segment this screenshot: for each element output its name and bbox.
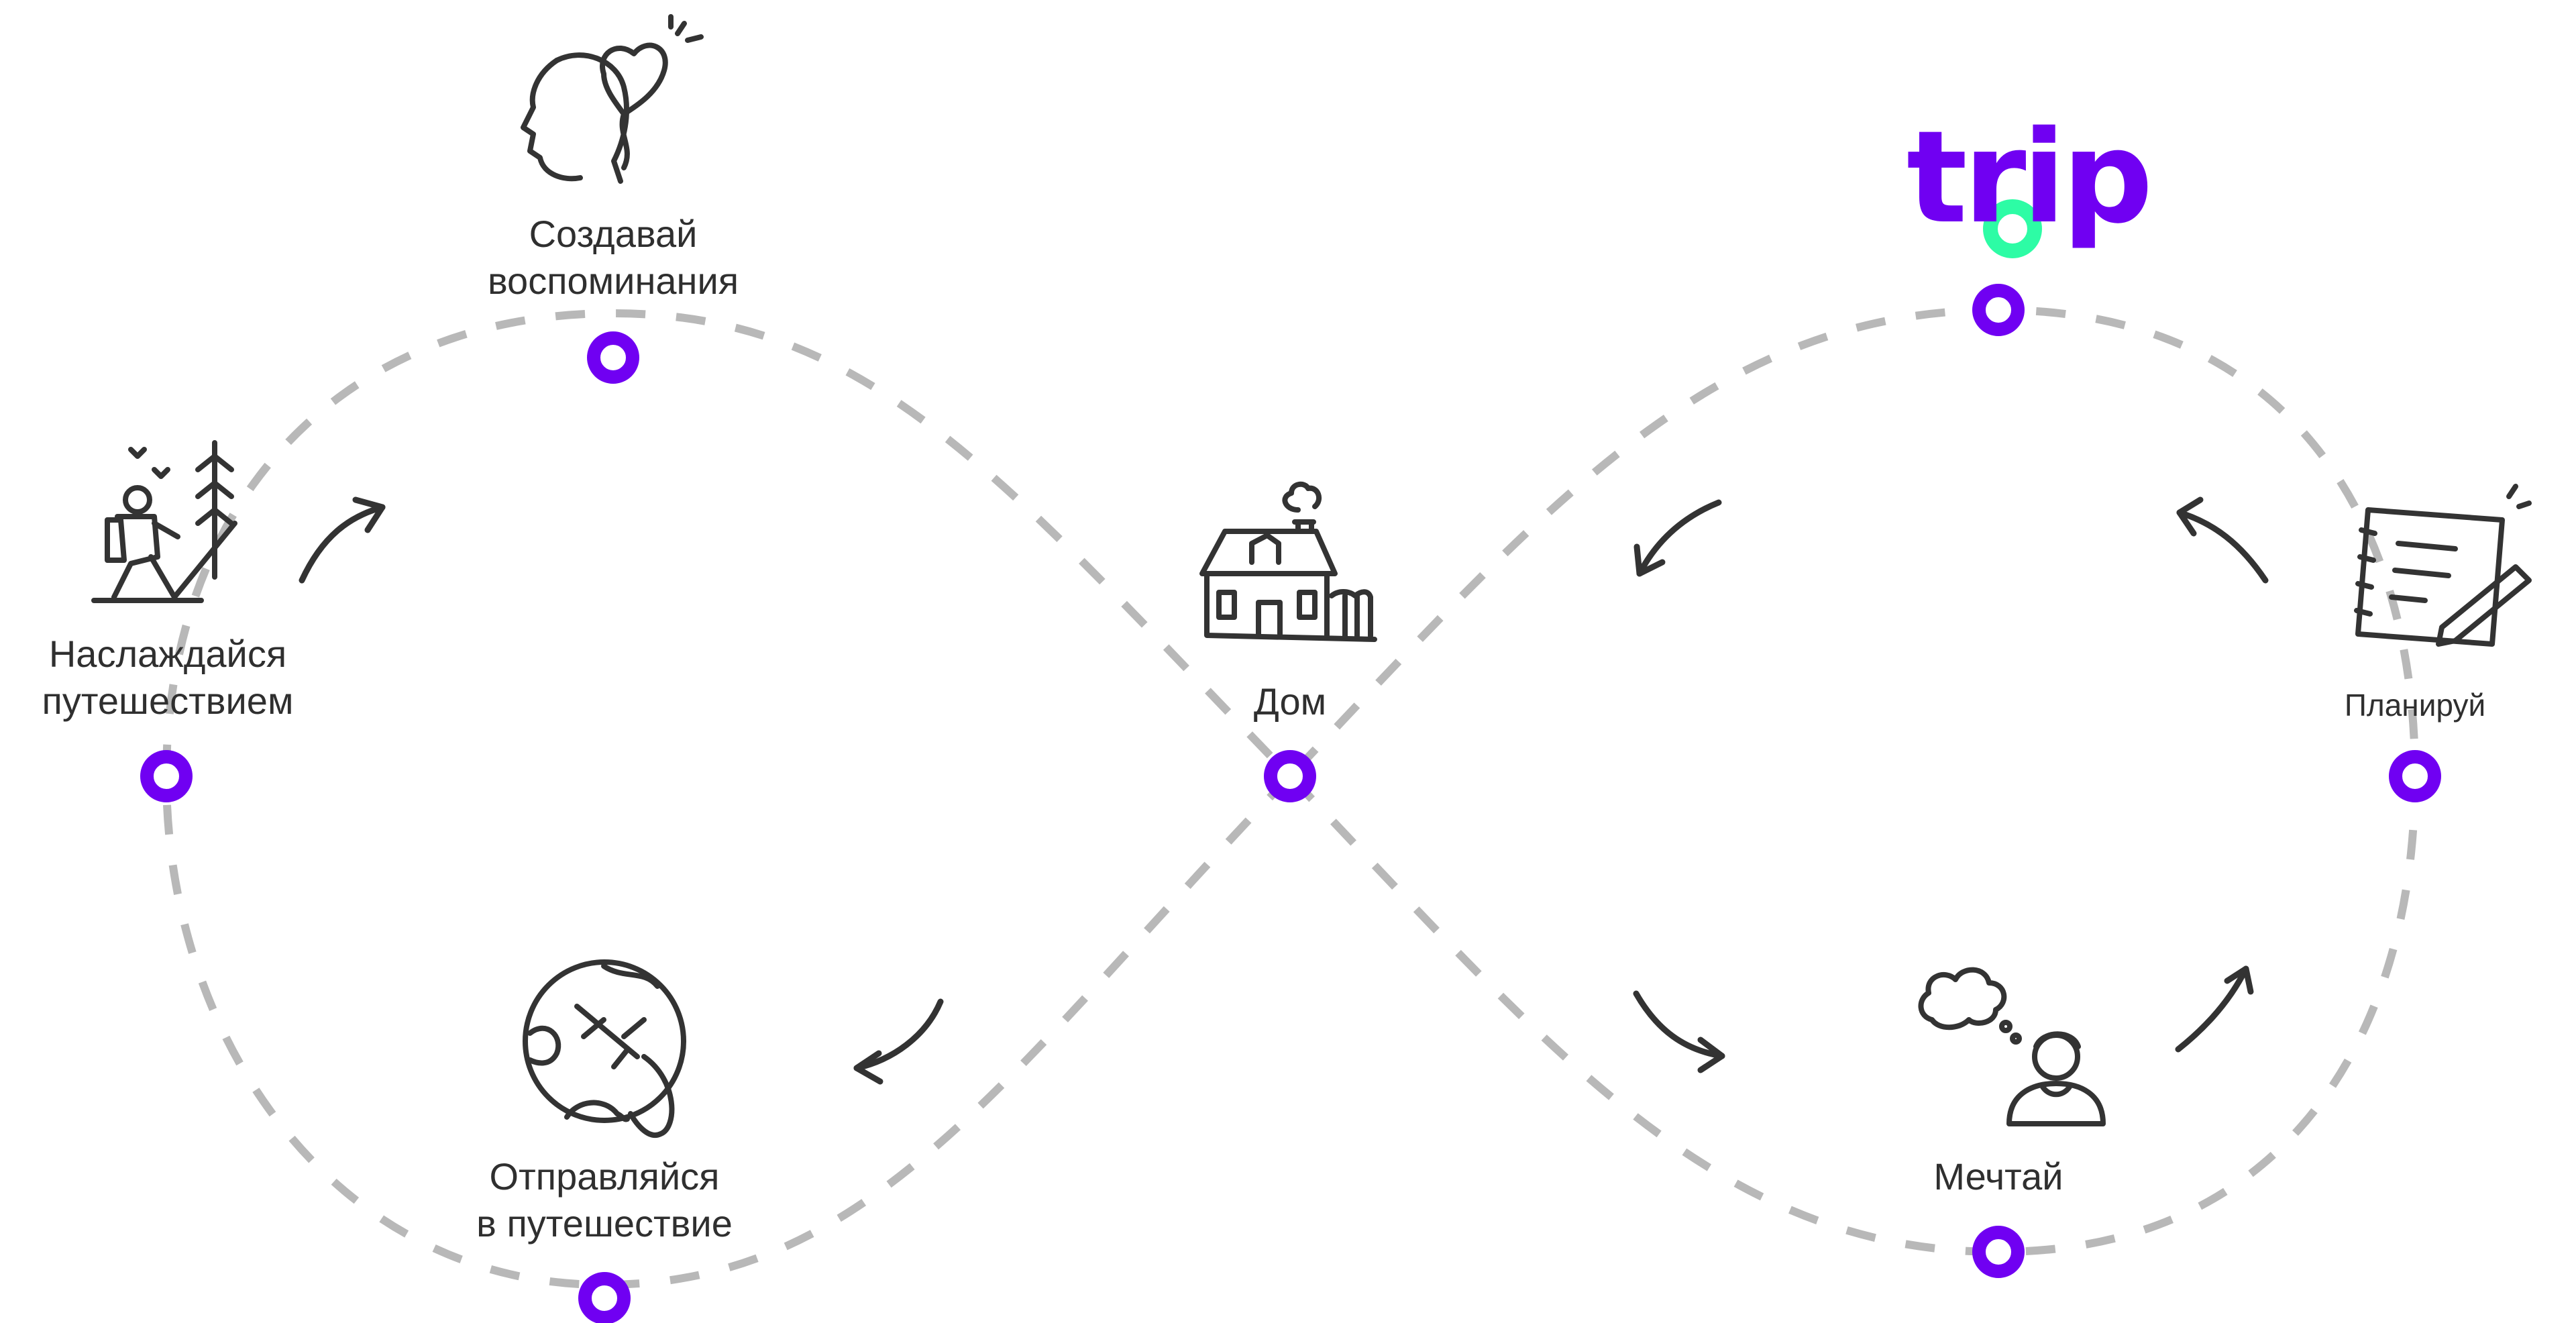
- stage-marker-plan[interactable]: [2389, 750, 2441, 802]
- label-line: в путешествие: [476, 1202, 733, 1245]
- stage-label-memories: Создавай воспоминания: [488, 211, 739, 305]
- stage-marker-dream[interactable]: [1972, 1226, 2025, 1278]
- arrow-icon: [2175, 965, 2254, 1053]
- label-line: Дом: [1253, 680, 1327, 723]
- arrow-icon: [299, 496, 386, 584]
- label-line: Создавай: [529, 213, 698, 255]
- stage-label-home: Дом: [1254, 678, 1326, 725]
- arrow-icon: [2176, 496, 2269, 584]
- arrow-icon: [1633, 499, 1722, 577]
- stage-marker-memories[interactable]: [587, 331, 639, 384]
- label-line: Мечтай: [1933, 1155, 2063, 1198]
- dreaming-person-icon: [1918, 967, 2106, 1126]
- notebook-pencil-icon: [2354, 484, 2532, 647]
- globe-airplane-icon: [523, 959, 686, 1138]
- stage-marker-trip[interactable]: [1972, 284, 2025, 336]
- stage-label-plan: Планируй: [2345, 682, 2485, 729]
- head-heart-balloon-icon: [521, 14, 704, 184]
- label-line: Планируй: [2344, 688, 2486, 723]
- house-icon: [1199, 481, 1377, 642]
- label-line: Наслаждайся: [48, 633, 287, 675]
- arrow-icon: [853, 998, 944, 1085]
- infinity-dashed-path: [162, 305, 2420, 1289]
- label-line: Отправляйся: [489, 1155, 720, 1198]
- label-line: путешествием: [42, 680, 294, 722]
- stage-marker-go[interactable]: [578, 1272, 631, 1323]
- stage-label-enjoy: Наслаждайся путешествием: [42, 631, 294, 725]
- stage-label-dream: Мечтай: [1933, 1153, 2063, 1200]
- trip-logo[interactable]: trip: [1907, 103, 2153, 252]
- stage-label-go: Отправляйся в путешествие: [476, 1153, 733, 1247]
- stage-marker-enjoy[interactable]: [140, 750, 193, 802]
- hiker-icon: [91, 440, 237, 603]
- trip-logo-ring: [1983, 199, 2042, 258]
- arrow-icon: [1633, 990, 1725, 1073]
- label-line: воспоминания: [487, 260, 739, 302]
- stage-marker-home[interactable]: [1264, 750, 1316, 802]
